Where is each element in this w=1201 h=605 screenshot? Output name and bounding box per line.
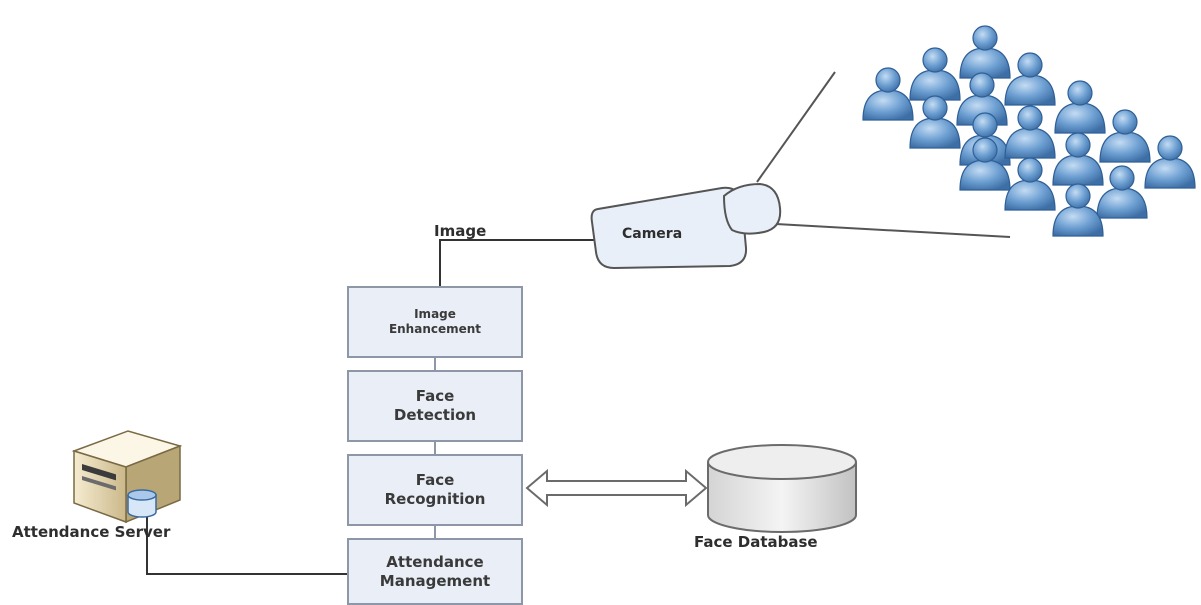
people-crowd-icon [862,25,1196,237]
step-label-line1: Face [415,471,455,490]
attendance-server-label: Attendance Server [12,523,171,541]
person-icon [1052,132,1104,186]
server-connector [146,512,347,575]
step-label-line2: Detection [393,406,477,424]
step-face-detection: Face Detection [347,370,523,442]
step-face-recognition: Face Recognition [347,454,523,526]
person-icon [1004,105,1056,159]
double-arrow-icon [525,468,708,508]
step-label-line1: Image [414,307,456,321]
person-icon [959,25,1011,79]
person-icon [959,137,1011,191]
person-icon [1096,165,1148,219]
image-flow-label: Image [434,222,487,240]
server-icon [71,430,183,524]
image-connector [439,239,600,286]
step-attendance-management: Attendance Management [347,538,523,605]
step-label-line2: Enhancement [388,322,482,336]
person-icon [909,95,961,149]
step-image-enhancement: Image Enhancement [347,286,523,358]
person-icon [1052,183,1104,237]
person-icon [862,67,914,121]
step-label-line1: Attendance [386,552,484,571]
camera-view-line-bottom [775,223,1011,238]
person-icon [1099,109,1151,163]
step-label-line2: Management [379,571,491,590]
step-label-line2: Recognition [384,490,486,508]
camera-view-line-top [756,71,836,183]
person-icon [909,47,961,101]
face-database-label: Face Database [694,533,818,551]
camera-icon [590,182,782,270]
person-icon [1144,135,1196,189]
person-icon [1054,80,1106,134]
database-icon [707,444,857,533]
person-icon [1004,52,1056,106]
person-icon [1004,157,1056,211]
camera-label: Camera [622,226,683,242]
step-label-line1: Face [415,387,455,406]
